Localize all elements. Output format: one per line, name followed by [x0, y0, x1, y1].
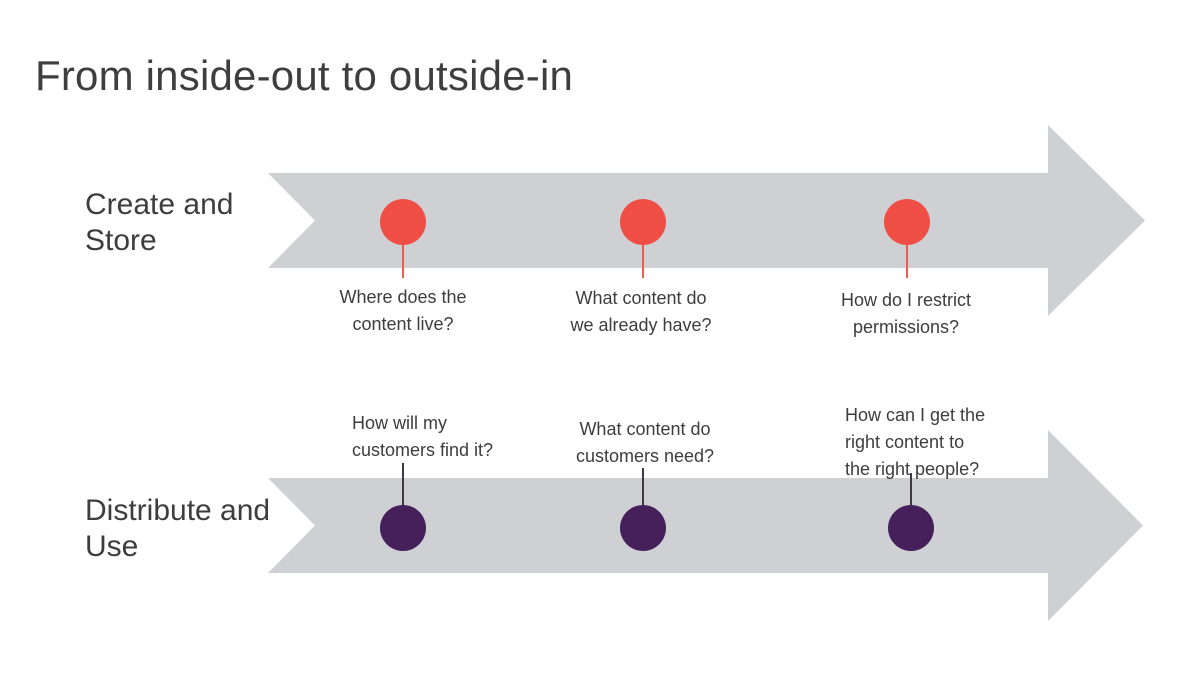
question-where-does-content-live: Where does the content live?	[339, 287, 467, 334]
milestone-dot	[380, 199, 426, 245]
question-what-content-customers-need: What content do customers need?	[575, 419, 715, 466]
question-what-content-already-have: What content do we already have?	[570, 288, 712, 335]
distribute-use-label: Distribute and Use	[85, 494, 271, 563]
milestone-dot	[620, 505, 666, 551]
question-right-content-right-people: How can I get the right content to the r…	[845, 405, 986, 479]
milestone-dot	[380, 505, 426, 551]
milestone-dot	[884, 199, 930, 245]
create-store-arrow	[268, 125, 1145, 316]
milestone-dot	[620, 199, 666, 245]
question-customers-find-it: How will my customers find it?	[352, 413, 494, 460]
question-restrict-permissions: How do I restrict permissions?	[840, 290, 972, 337]
milestone-dot	[888, 505, 934, 551]
page-title: From inside-out to outside-in	[35, 52, 574, 99]
create-store-label: Create and Store	[85, 188, 234, 257]
distribute-use-arrow	[268, 430, 1143, 621]
